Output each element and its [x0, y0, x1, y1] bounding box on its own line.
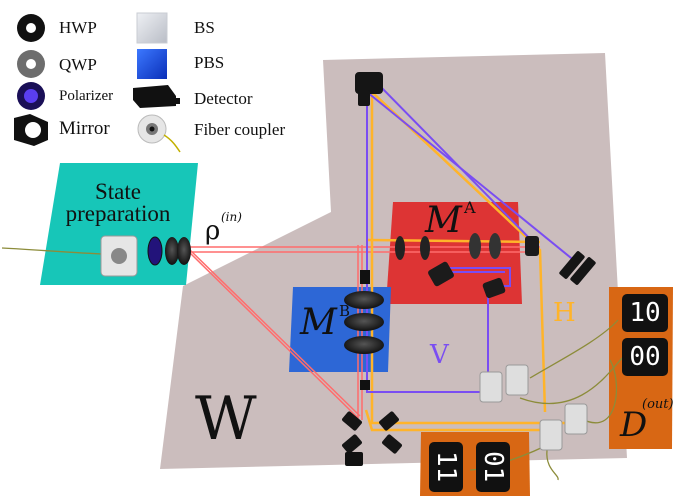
detector-11: 11: [429, 442, 463, 492]
state-prep-optics: [100, 235, 191, 277]
detector-01: 01: [476, 442, 510, 492]
mb-label: M: [300, 302, 337, 343]
legend-label-qwp: QWP: [59, 55, 97, 74]
h-label: H: [553, 298, 576, 328]
ma-panel: [386, 202, 522, 304]
pbs-icon: [137, 49, 167, 79]
bs-icon: [136, 12, 168, 44]
ma-sup: A: [464, 198, 476, 217]
mirrors: [342, 72, 596, 454]
fiber-couplers-setup: [345, 364, 588, 466]
mb-sup: B: [339, 302, 351, 320]
rho-in-symbol: ρ: [205, 216, 221, 246]
hwp-icon: [17, 14, 45, 42]
detector-10: 10: [622, 294, 668, 332]
state-prep-line2: preparation: [65, 201, 171, 226]
fiber-coupler-icon: [137, 114, 181, 153]
legend-label-polarizer: Polarizer: [59, 88, 114, 104]
legend-label-mirror: Mirror: [59, 118, 110, 139]
red-beams: [185, 245, 540, 420]
qwp-icon: [17, 50, 45, 78]
legend-label-bs: BS: [194, 18, 215, 37]
ma-optics: [395, 233, 539, 299]
legend-label-hwp: HWP: [59, 18, 97, 37]
legend-label-pbs: PBS: [194, 53, 225, 72]
dout-sup: (out): [642, 397, 674, 412]
rho-in-sup: (in): [221, 210, 242, 224]
detector-icon: [133, 85, 180, 108]
detector-00: 00: [622, 338, 668, 376]
state-prep-line1: State: [95, 179, 141, 204]
ma-label: M: [425, 200, 462, 241]
legend-label-detector: Detector: [194, 89, 253, 108]
w-label: W: [195, 384, 257, 454]
legend-label-fiber-coupler: Fiber coupler: [194, 120, 286, 139]
mirror-icon: [14, 114, 48, 146]
v-label: V: [430, 340, 449, 370]
polarizer-icon: [17, 82, 45, 110]
dout-label: D: [620, 405, 648, 445]
mb-optics: [344, 270, 384, 390]
state-prep-title: State preparation: [48, 179, 188, 226]
